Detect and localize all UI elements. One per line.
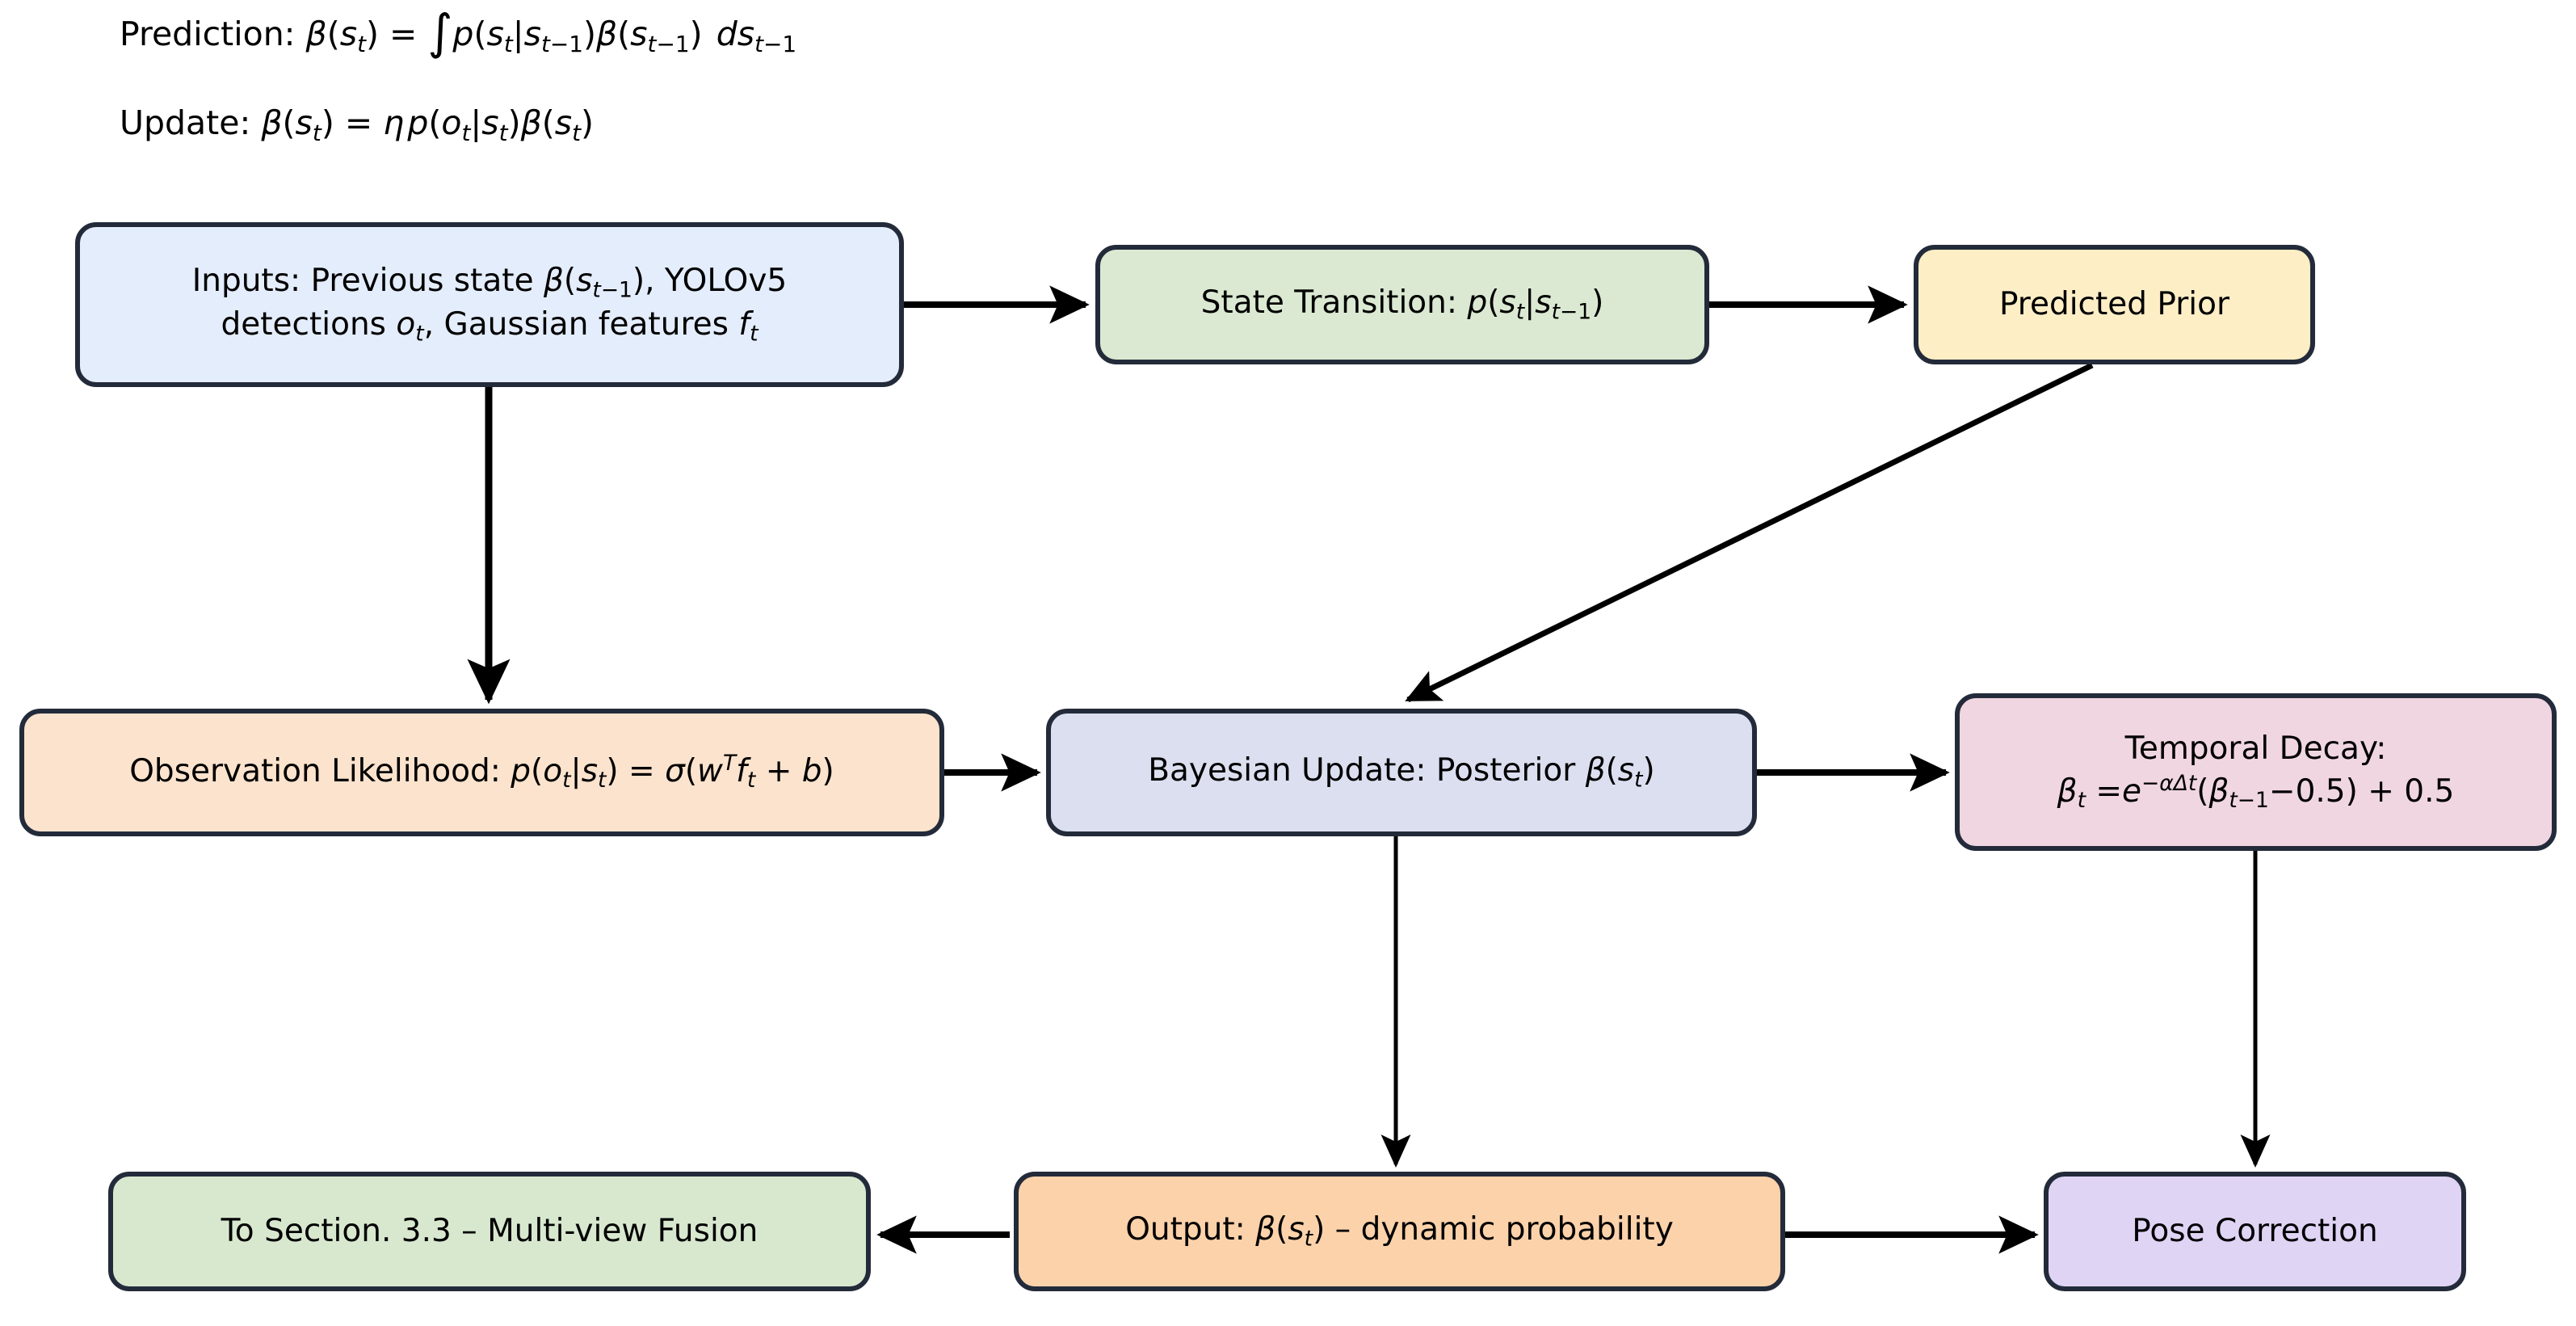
node-state-transition[interactable]: State Transition: p(st|st−1) (1095, 245, 1709, 364)
node-inputs[interactable]: Inputs: Previous state β(st−1), YOLOv5 d… (75, 222, 904, 387)
equation-update-label: Update: (120, 103, 251, 142)
node-bayesian-update[interactable]: Bayesian Update: Posterior β(st) (1046, 709, 1757, 836)
equation-prediction-formula: β(st) = ∫p(st|st−1)β(st−1) dst−1 (305, 5, 797, 61)
equation-update-formula: β(st) = η p(ot|st)β(st) (261, 103, 595, 146)
equation-prediction-label: Prediction: (120, 15, 296, 53)
node-predicted-prior-text: Predicted Prior (1998, 285, 2230, 322)
arrow-predicted-prior-to-bayesian-update (1405, 362, 2094, 703)
node-observation-likelihood-text: Observation Likelihood: p(ot|st) = σ(wTf… (129, 751, 834, 793)
node-to-section-text: To Section. 3.3 – Multi-view Fusion (221, 1212, 759, 1249)
node-state-transition-text: State Transition: p(st|st−1) (1200, 284, 1604, 325)
node-inputs-text: Inputs: Previous state β(st−1), YOLOv5 d… (191, 263, 788, 347)
node-to-section[interactable]: To Section. 3.3 – Multi-view Fusion (108, 1172, 871, 1291)
node-temporal-decay-title: Temporal Decay: (2124, 730, 2387, 768)
node-temporal-decay[interactable]: Temporal Decay: βt =e−αΔt(βt−1−0.5) + 0.… (1955, 693, 2557, 851)
node-pose-correction-text: Pose Correction (2132, 1212, 2378, 1249)
node-pose-correction[interactable]: Pose Correction (2044, 1172, 2466, 1291)
node-bayesian-update-text: Bayesian Update: Posterior β(st) (1148, 752, 1655, 793)
node-observation-likelihood[interactable]: Observation Likelihood: p(ot|st) = σ(wTf… (19, 709, 944, 836)
node-output-text: Output: β(st) – dynamic probability (1125, 1211, 1674, 1252)
node-temporal-decay-text: Temporal Decay: βt =e−αΔt(βt−1−0.5) + 0.… (2057, 730, 2455, 814)
node-output[interactable]: Output: β(st) – dynamic probability (1014, 1172, 1785, 1291)
equation-update: Update: β(st) = η p(ot|st)β(st) (120, 103, 594, 146)
node-predicted-prior[interactable]: Predicted Prior (1914, 245, 2315, 364)
equation-prediction: Prediction: β(st) = ∫p(st|st−1)β(st−1) d… (120, 5, 797, 61)
